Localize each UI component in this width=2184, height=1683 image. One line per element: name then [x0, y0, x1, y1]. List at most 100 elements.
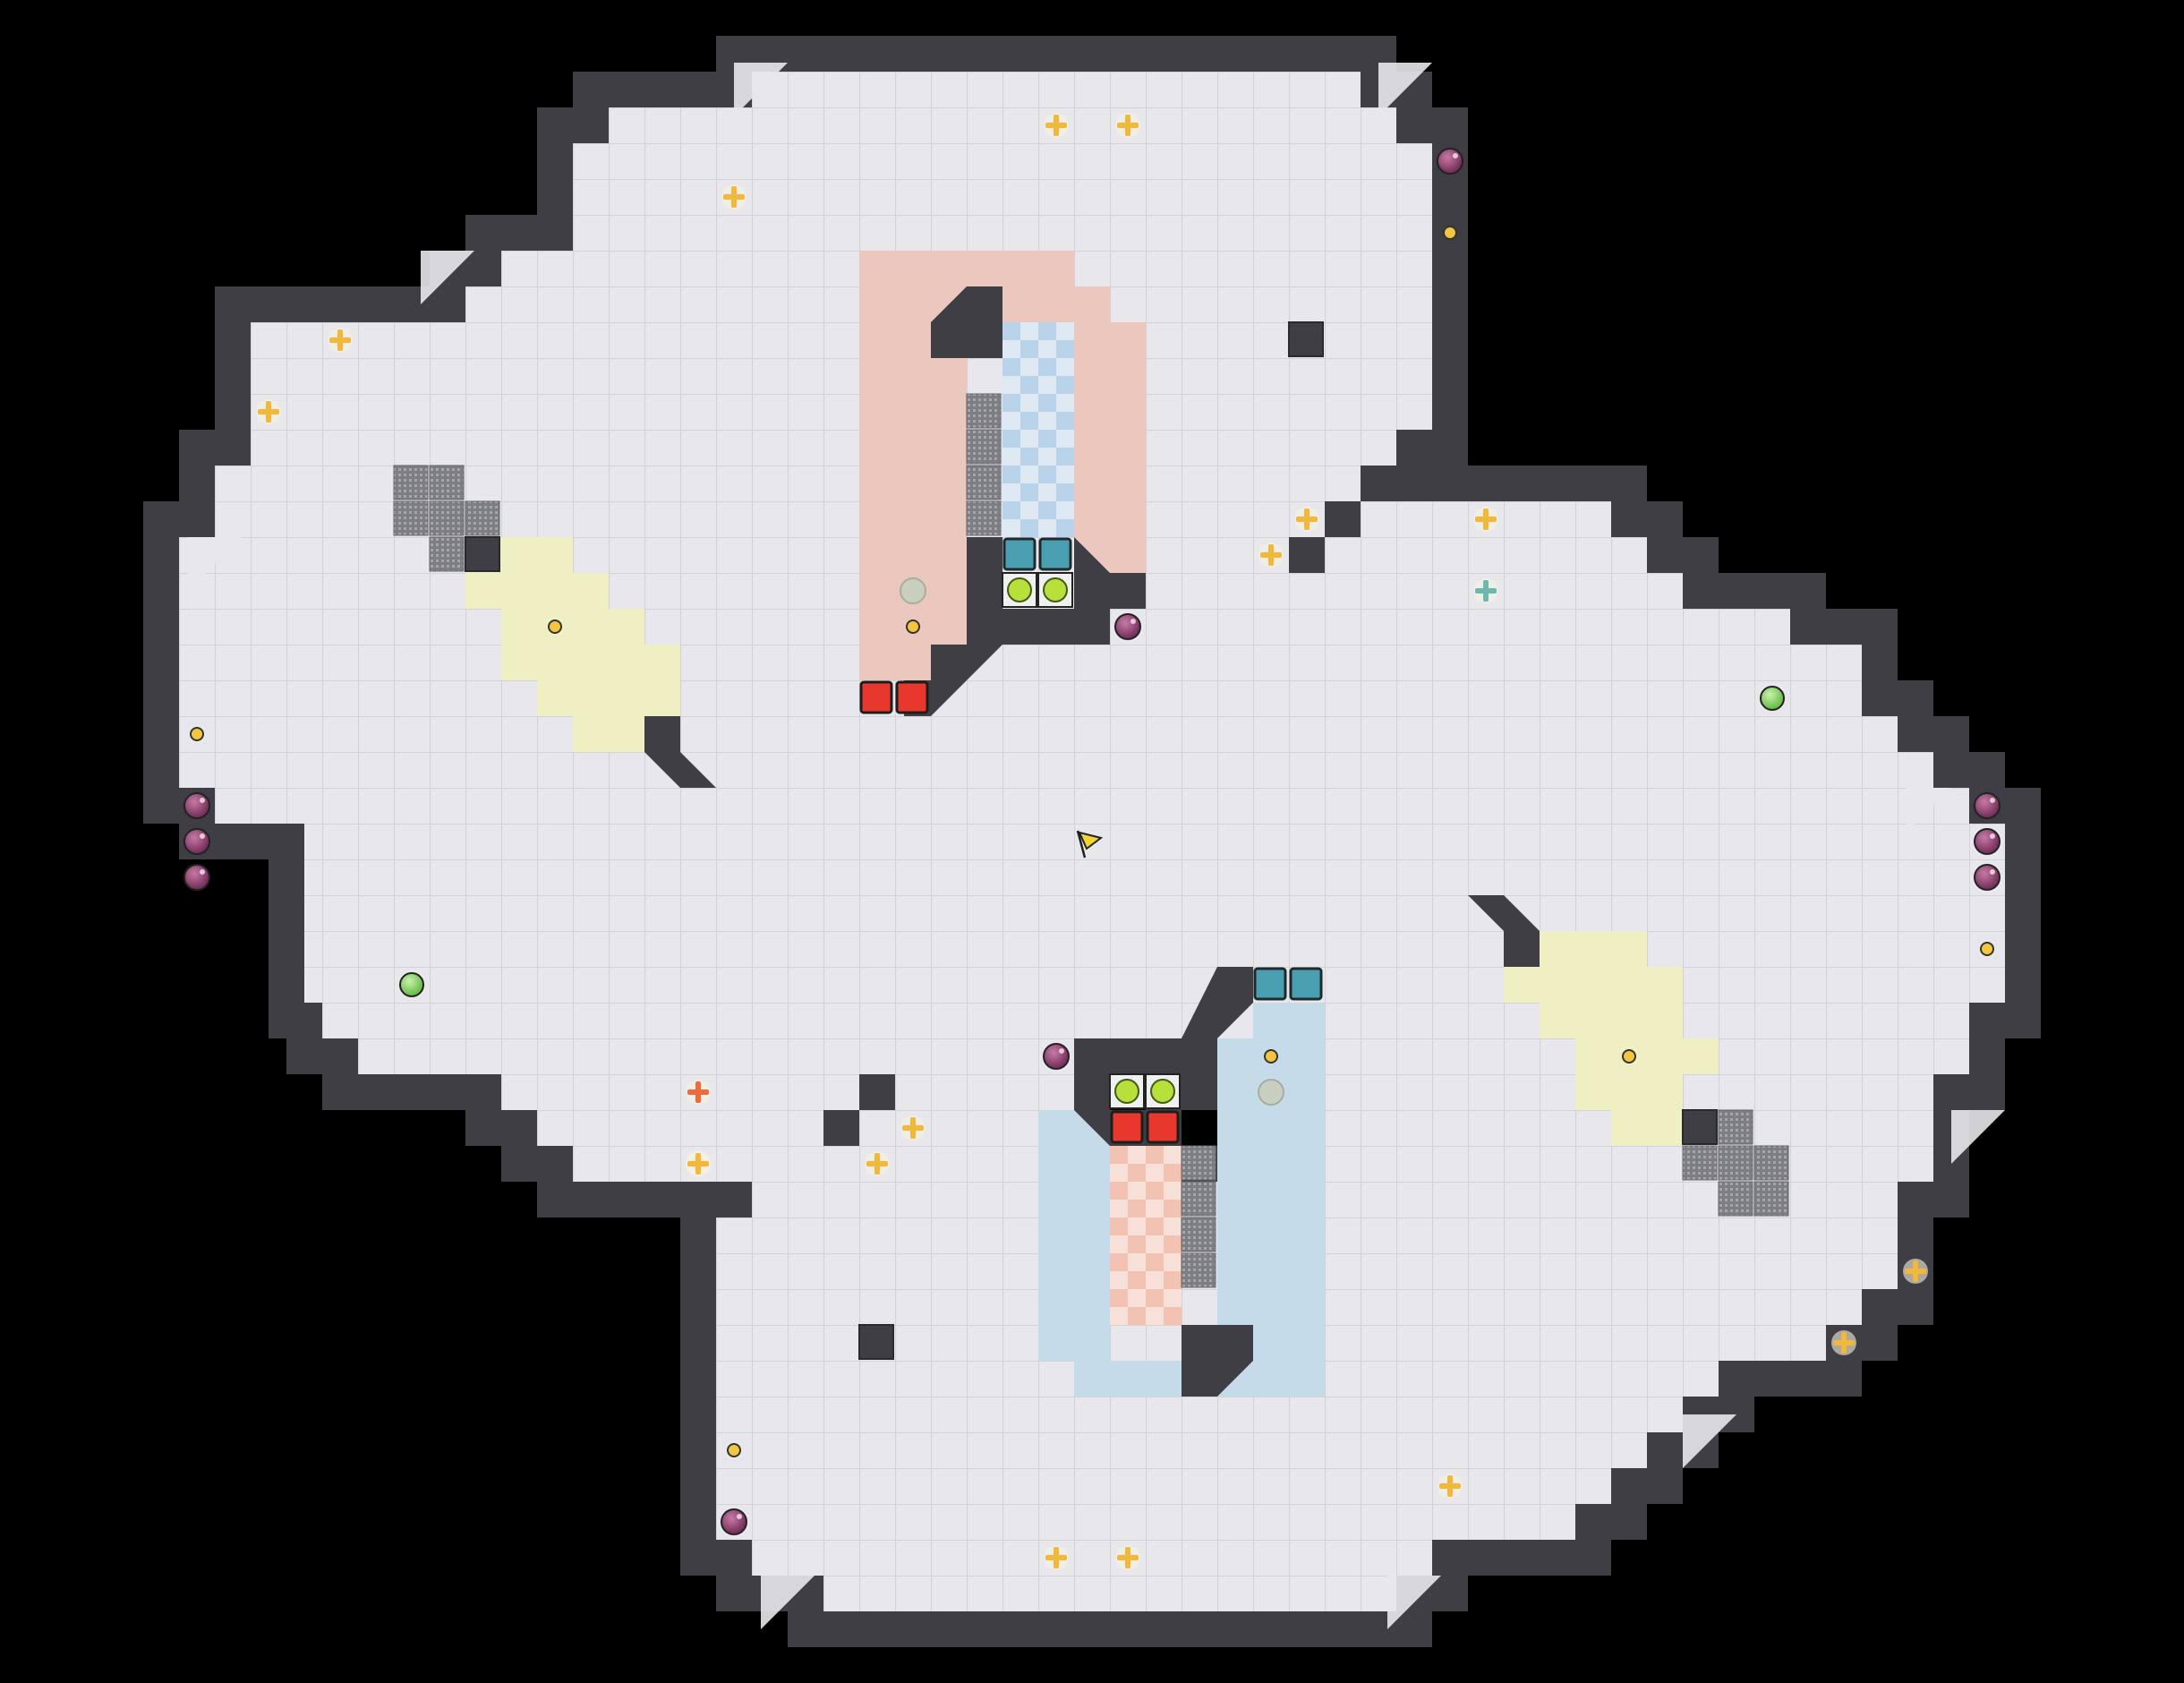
bomb-icon [1043, 1043, 1070, 1070]
blue-checker-lane [1002, 358, 1074, 537]
wall-brace [1951, 1110, 2005, 1164]
grate-tile [966, 500, 1002, 536]
plus-powerup-icon [328, 328, 353, 353]
plus-powerup-icon [1473, 507, 1498, 532]
bomb-icon [1974, 828, 2001, 855]
grate-tile [1718, 1181, 1753, 1217]
bomb-icon [1437, 148, 1463, 175]
blue-checker-lane [1002, 322, 1074, 358]
grate-tile [1181, 1217, 1216, 1252]
wall-brace [1683, 1414, 1736, 1468]
grate-tile [1718, 1109, 1753, 1145]
grate-tile [1181, 1252, 1216, 1288]
plus-powerup-icon [686, 1080, 711, 1105]
yellow-zone [1540, 931, 1647, 967]
pad-icon [1114, 1079, 1139, 1104]
yellow-zone [1611, 1110, 1683, 1146]
wall-brace [734, 63, 788, 116]
bomb-icon [1974, 792, 2001, 819]
red-zone [1074, 286, 1110, 573]
pad-icon [1150, 1079, 1175, 1104]
gate-block [1110, 1110, 1144, 1144]
plus-powerup-icon [1294, 507, 1319, 532]
gate-block [1038, 537, 1072, 571]
grate-tile [1181, 1181, 1216, 1217]
gate-block [1002, 537, 1037, 571]
plus-powerup-icon [1258, 542, 1284, 568]
wall-brace [1387, 1576, 1441, 1629]
pad-icon [1007, 577, 1032, 602]
bomb-icon [183, 828, 210, 855]
plus-powerup-icon [686, 1151, 711, 1176]
bomb-icon [721, 1508, 747, 1535]
boost-icon [1760, 686, 1785, 711]
grate-tile [393, 465, 429, 500]
grate-tile [1753, 1181, 1789, 1217]
blue-zone [1038, 1110, 1110, 1361]
bomb-icon [1114, 613, 1141, 640]
coin-icon [727, 1443, 741, 1457]
plus-powerup-icon [1438, 1474, 1463, 1499]
gate-block [895, 680, 929, 714]
wall-block [1182, 1325, 1253, 1397]
grate-tile [1753, 1145, 1789, 1181]
wall-brace [761, 1576, 815, 1629]
wall-brace [1907, 788, 1951, 833]
pad-icon [1043, 577, 1068, 602]
grate-tile [393, 500, 429, 536]
blue-zone [1253, 1003, 1325, 1397]
plus-powerup-icon [900, 1115, 926, 1141]
wall-block [1682, 1109, 1718, 1145]
plus-powerup-icon [721, 184, 746, 209]
yellow-zone [1504, 967, 1683, 1003]
yellow-zone [1540, 1003, 1683, 1038]
coin-icon [1622, 1049, 1636, 1064]
grate-tile [429, 500, 465, 536]
inner-wall [1074, 537, 1146, 609]
plus-powerup-icon [1115, 113, 1140, 138]
yellow-zone [1575, 1074, 1683, 1110]
coin-icon [1443, 226, 1457, 240]
grate-tile [465, 500, 500, 536]
grate-tile [1718, 1145, 1753, 1181]
plus-powerup-icon [865, 1151, 890, 1176]
grate-tile [966, 393, 1002, 429]
yellow-zone [1575, 1038, 1719, 1074]
yellow-zone [501, 645, 680, 680]
wall-diagonal [644, 716, 716, 788]
flag-icon [1076, 830, 1104, 859]
grate-tile [1682, 1145, 1718, 1181]
plus-powerup-icon [1115, 1545, 1140, 1570]
plus-powerup-icon [1473, 578, 1498, 603]
grate-tile [966, 429, 1002, 465]
grate-tile [1181, 1145, 1216, 1181]
wall-diagonal [1468, 895, 1540, 967]
button-icon [1258, 1079, 1284, 1106]
yellow-zone [537, 680, 680, 716]
plus-powerup-icon [256, 399, 281, 424]
boost-icon [399, 972, 424, 997]
bomb-icon [1974, 864, 2001, 891]
plus-powerup-icon [1044, 113, 1069, 138]
inner-wall [931, 537, 1110, 716]
coin-icon [906, 619, 920, 634]
plus-powerup-icon [1831, 1330, 1856, 1355]
bomb-icon [183, 792, 210, 819]
wall-brace [188, 537, 242, 591]
gate-block [1289, 967, 1323, 1001]
yellow-zone [501, 609, 644, 645]
plus-powerup-icon [1903, 1259, 1928, 1284]
yellow-zone [465, 573, 609, 609]
gate-block [1146, 1110, 1180, 1144]
bomb-icon [183, 864, 210, 891]
red-zone [1110, 322, 1146, 573]
red-zone [859, 286, 931, 680]
wall-brace [421, 251, 474, 304]
gate-block [1253, 967, 1287, 1001]
wall-block [858, 1324, 894, 1360]
wall-block [931, 286, 1002, 358]
grate-tile [429, 536, 465, 572]
plus-powerup-icon [1044, 1545, 1069, 1570]
red-checker-lane [1110, 1146, 1182, 1325]
